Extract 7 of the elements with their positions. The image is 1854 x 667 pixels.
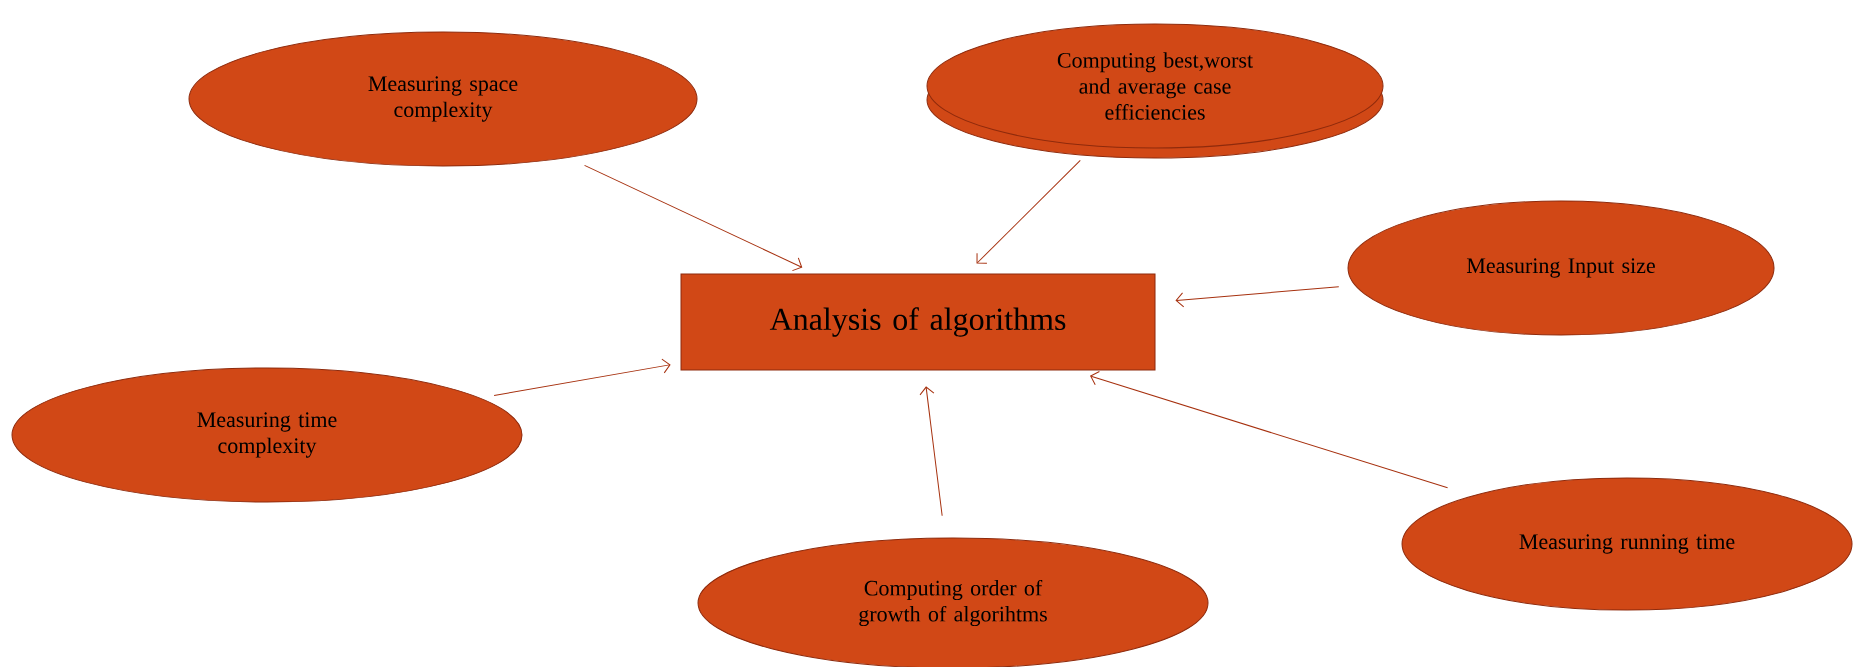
arrow <box>493 358 671 396</box>
arrow <box>584 164 803 272</box>
arrow <box>1175 286 1340 308</box>
arrow <box>1090 371 1449 489</box>
title-box: Analysis of algorithms <box>680 273 1156 371</box>
arrow <box>976 159 1081 264</box>
arrow <box>919 386 943 517</box>
